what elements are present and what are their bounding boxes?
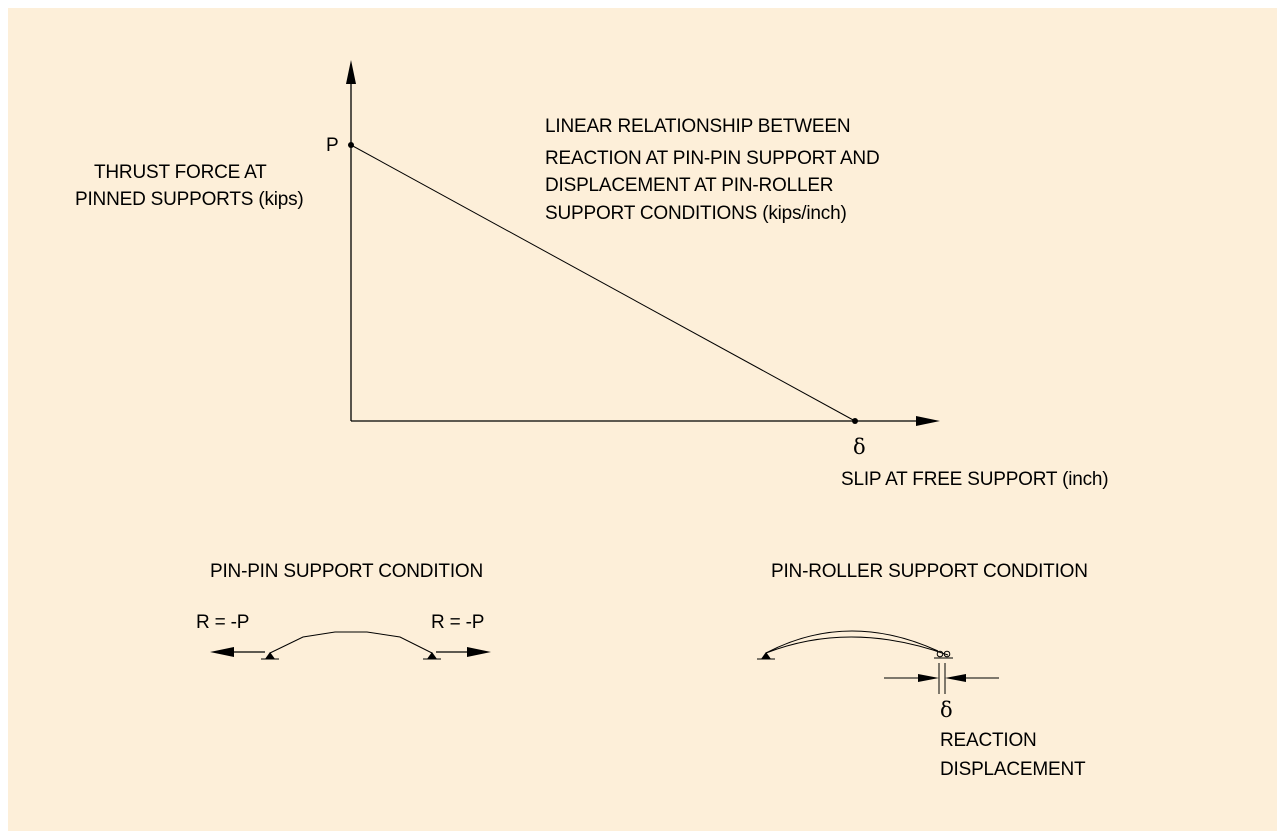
point-p-marker (348, 142, 354, 148)
x-axis-label: SLIP AT FREE SUPPORT (inch) (841, 469, 1108, 490)
pin-pin-left-reaction: R = -P (196, 612, 249, 633)
annotation-line-3: DISPLACEMENT AT PIN-ROLLER (545, 175, 833, 196)
pin-pin-right-reaction: R = -P (431, 612, 484, 633)
x-point-label: δ (853, 435, 866, 459)
annotation-line-4: SUPPORT CONDITIONS (kips/inch) (545, 203, 847, 224)
diagram-canvas: P THRUST FORCE AT PINNED SUPPORTS (kips)… (8, 8, 1277, 831)
annotation-line-1: LINEAR RELATIONSHIP BETWEEN (545, 116, 850, 137)
annotation-line-2: REACTION AT PIN-PIN SUPPORT AND (545, 148, 879, 169)
point-delta-marker (852, 418, 858, 424)
pin-roller-arch-original (765, 630, 939, 654)
x-axis-arrowhead (916, 416, 940, 426)
pin-pin-arch (269, 631, 433, 654)
pin-roller-left-dim-arrowhead (918, 674, 939, 682)
y-axis-arrowhead (346, 60, 356, 84)
diagram-background (8, 8, 1277, 831)
y-axis-label-line2: PINNED SUPPORTS (kips) (75, 189, 304, 210)
pin-pin-left-support-icon (265, 652, 275, 659)
pin-roller-right-dim-arrowhead (945, 674, 966, 682)
force-slip-graph: P THRUST FORCE AT PINNED SUPPORTS (kips)… (75, 60, 1109, 490)
pin-roller-title: PIN-ROLLER SUPPORT CONDITION (771, 561, 1088, 582)
pin-pin-right-support-icon (427, 652, 437, 659)
pin-roller-roller-icon-1 (936, 650, 944, 658)
y-point-label: P (326, 135, 338, 156)
diagram-panel: P THRUST FORCE AT PINNED SUPPORTS (kips)… (8, 8, 1277, 831)
pin-roller-pin-support-icon (761, 652, 771, 659)
pin-roller-caption-line1: REACTION (940, 730, 1037, 751)
pin-pin-right-arrowhead (467, 647, 491, 657)
pin-roller-diagram: PIN-ROLLER SUPPORT CONDITION δ (757, 561, 1088, 780)
pin-pin-diagram: PIN-PIN SUPPORT CONDITION R = -P R = -P (196, 561, 491, 660)
pin-roller-arch-deflected (765, 636, 949, 656)
pin-pin-left-arrowhead (210, 647, 234, 657)
pin-pin-title: PIN-PIN SUPPORT CONDITION (210, 561, 483, 582)
relationship-line (350, 144, 856, 422)
pin-roller-roller-icon-2 (943, 650, 951, 658)
y-axis-label-line1: THRUST FORCE AT (94, 162, 267, 183)
pin-roller-caption-line2: DISPLACEMENT (940, 759, 1086, 780)
pin-roller-delta-label: δ (940, 698, 953, 722)
